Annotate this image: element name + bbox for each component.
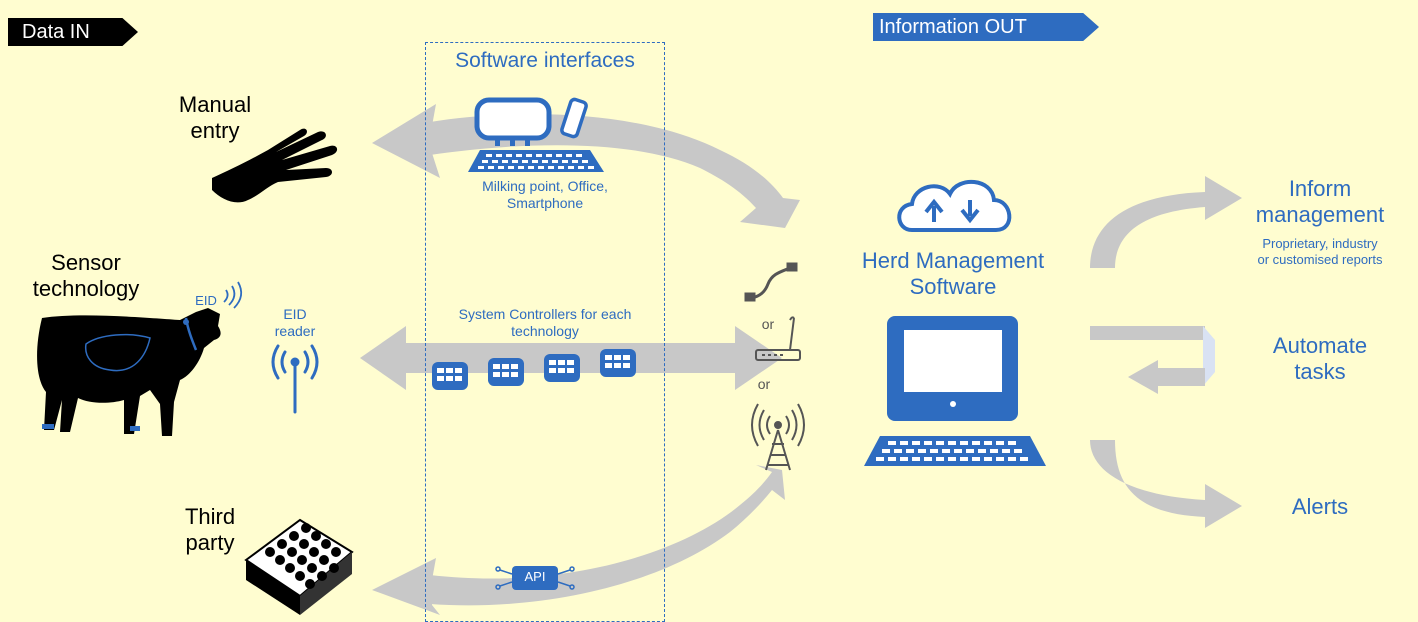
sensor-array-icon xyxy=(244,518,354,615)
arrow-thirdparty-body xyxy=(430,465,785,606)
arrow-manual-head xyxy=(372,104,440,178)
automate-tasks-label: Automate tasks xyxy=(1272,333,1368,385)
eid-tag-icon xyxy=(223,281,243,309)
arrow-automate-curve xyxy=(1203,326,1215,386)
or-label-2: or xyxy=(757,376,771,392)
arrow-sensor-right-head xyxy=(735,326,782,390)
eid-reader-label: EID reader xyxy=(274,306,316,339)
api-icon xyxy=(495,566,575,590)
alerts-label: Alerts xyxy=(1291,494,1349,519)
controller-icon xyxy=(432,349,636,390)
devices-label: Milking point, Office, Smartphone xyxy=(482,178,608,211)
hand-icon xyxy=(212,128,338,203)
terminal-icon xyxy=(474,97,552,146)
computer-icon xyxy=(864,316,1046,466)
arrow-inform xyxy=(1090,176,1242,268)
arrow-manual-left xyxy=(430,114,800,228)
software-interfaces-title: Software interfaces xyxy=(455,49,635,72)
antenna-icon xyxy=(271,344,319,414)
cow-icon xyxy=(37,308,221,436)
arrow-thirdparty-head xyxy=(372,558,440,615)
arrow-alerts xyxy=(1090,440,1242,528)
hms-title: Herd Management Software xyxy=(861,248,1045,300)
router-icon xyxy=(755,316,801,361)
smartphone-icon xyxy=(560,97,588,139)
third-party-label: Third party xyxy=(184,504,236,556)
controllers-label: System Controllers for each technology xyxy=(458,306,632,339)
data-in-tag: Data IN xyxy=(8,18,138,46)
inform-management-label: Inform management xyxy=(1255,176,1385,228)
cell-tower-icon xyxy=(751,403,805,471)
api-label: API xyxy=(524,569,546,584)
eid-label: EID xyxy=(195,293,217,308)
cloud-sync-icon xyxy=(897,179,1012,232)
keyboard-icon xyxy=(468,150,604,172)
cable-icon xyxy=(744,262,798,302)
information-out-tag: Information OUT xyxy=(873,13,1099,41)
arrow-automate-top xyxy=(1090,326,1205,340)
arrow-sensor-left-head xyxy=(360,326,406,390)
inform-management-sub: Proprietary, industry or customised repo… xyxy=(1257,236,1383,267)
manual-entry-label: Manual entry xyxy=(178,92,252,144)
sensor-technology-label: Sensor technology xyxy=(32,250,140,302)
arrow-automate-head xyxy=(1128,360,1158,394)
arrow-automate-bottom xyxy=(1155,368,1205,386)
or-label-1: or xyxy=(761,316,775,332)
